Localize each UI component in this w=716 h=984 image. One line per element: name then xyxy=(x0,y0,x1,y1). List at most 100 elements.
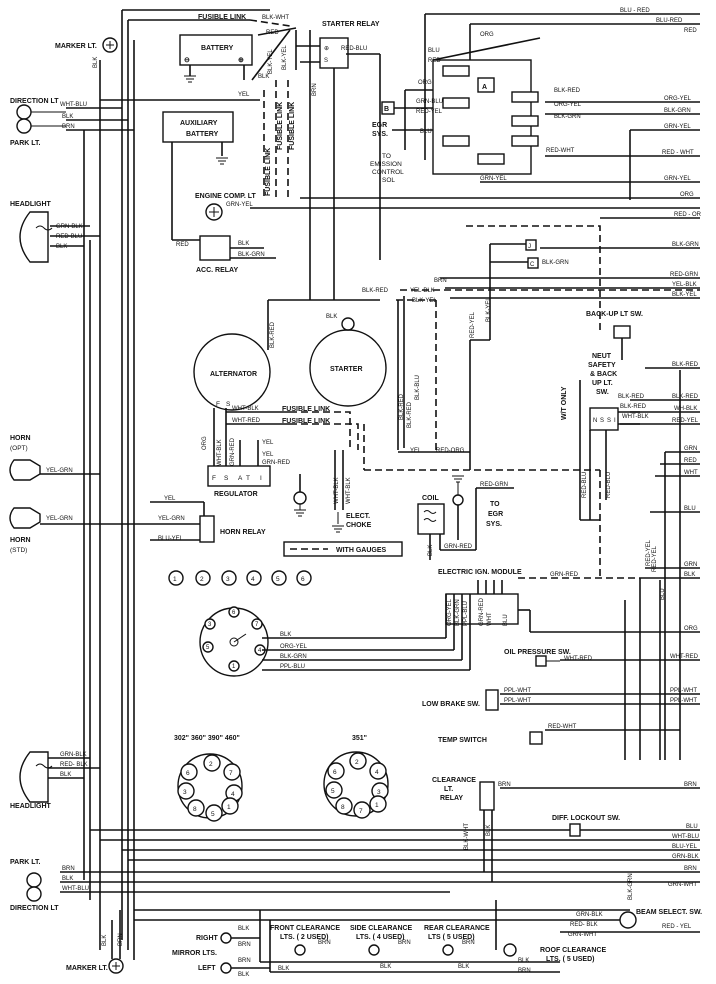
svg-text:RED-WHT: RED-WHT xyxy=(546,148,575,154)
svg-text:GRN-BLK: GRN-BLK xyxy=(60,752,87,758)
svg-text:8: 8 xyxy=(193,806,197,813)
svg-text:RED - OR: RED - OR xyxy=(674,212,702,218)
svg-text:RED-BLU: RED-BLU xyxy=(582,472,588,498)
egr-cluster: ORG BLU RED ORG GRN-BLU RED-YEL BLU A BL… xyxy=(370,24,582,184)
svg-text:F: F xyxy=(212,475,216,482)
svg-text:4: 4 xyxy=(258,648,262,654)
svg-text:BLK: BLK xyxy=(62,114,73,120)
rear-clearance: REAR CLEARANCE LTS ( 5 USED) BRN BLK xyxy=(424,925,490,970)
roof-clearance: ROOF CLEARANCE LTS. ( 5 USED) BLK BRN xyxy=(495,900,606,974)
svg-text:GRN-RED: GRN-RED xyxy=(444,544,473,550)
horn-opt: HORN (OPT) YEL-GRN xyxy=(9,435,73,481)
svg-text:STARTER RELAY: STARTER RELAY xyxy=(322,21,380,28)
svg-text:BLK: BLK xyxy=(258,74,269,80)
svg-text:BLU: BLU xyxy=(428,48,440,54)
svg-text:BLU: BLU xyxy=(503,614,509,626)
svg-text:TO: TO xyxy=(490,501,500,508)
low-brake-sw: LOW BRAKE SW. PPL-WHT PPL-WHT xyxy=(422,688,531,711)
svg-text:FUSIBLE LINK: FUSIBLE LINK xyxy=(265,148,272,196)
svg-text:BLK: BLK xyxy=(238,926,249,932)
svg-text:LTS ( 5 USED): LTS ( 5 USED) xyxy=(428,934,475,941)
svg-text:BLU-RED: BLU-RED xyxy=(656,18,683,24)
starter-relay: STARTER RELAY ⊕ S RED-BLU BRN xyxy=(296,21,381,300)
svg-text:RED- BLK: RED- BLK xyxy=(60,762,88,768)
svg-text:BRN: BRN xyxy=(684,866,697,872)
svg-text:ORG: ORG xyxy=(418,80,432,86)
svg-text:BEAM SELECT. SW.: BEAM SELECT. SW. xyxy=(636,909,702,916)
svg-text:BLK: BLK xyxy=(428,545,434,556)
svg-text:DIFF. LOCKOUT SW.: DIFF. LOCKOUT SW. xyxy=(552,815,620,822)
svg-text:MARKER LT.: MARKER LT. xyxy=(55,43,97,50)
back-up-lt-sw: BACK-UP LT SW. NEUT SAFETY & BACK UP LT.… xyxy=(561,311,666,600)
svg-text:6: 6 xyxy=(333,769,337,776)
svg-text:4: 4 xyxy=(375,769,379,776)
svg-text:PPL-WHT: PPL-WHT xyxy=(504,698,531,704)
svg-text:LTS. ( 2 USED): LTS. ( 2 USED) xyxy=(280,934,328,941)
svg-text:BLK-RED: BLK-RED xyxy=(618,394,645,400)
svg-text:RED-GRN: RED-GRN xyxy=(670,272,698,278)
svg-text:BATTERY: BATTERY xyxy=(201,45,234,52)
svg-text:WHT-BLK: WHT-BLK xyxy=(232,406,259,412)
svg-text:WHT-BLK: WHT-BLK xyxy=(622,414,649,420)
svg-text:3: 3 xyxy=(183,789,187,796)
alternator: ALTERNATOR F S BLK-RED xyxy=(193,299,380,411)
svg-text:UP LT.: UP LT. xyxy=(592,380,613,387)
svg-text:BLK-WHT: BLK-WHT xyxy=(262,15,289,21)
svg-text:RED-BLU: RED-BLU xyxy=(56,234,82,240)
svg-text:WHT-BLU: WHT-BLU xyxy=(62,886,89,892)
svg-text:HORN RELAY: HORN RELAY xyxy=(220,529,266,536)
coil: COIL GRN-RED BLK RED-GRN TO EGR SYS. xyxy=(417,475,514,560)
svg-text:TO: TO xyxy=(382,153,391,160)
svg-text:4: 4 xyxy=(251,576,255,583)
svg-text:BLK-YEL: BLK-YEL xyxy=(268,49,274,74)
svg-text:DIRECTION LT: DIRECTION LT xyxy=(10,98,59,105)
svg-text:WHT-BLK: WHT-BLK xyxy=(346,477,352,504)
engine-comp-lt: ENGINE COMP. LT GRN-YEL xyxy=(195,193,257,221)
svg-text:BLK-RED: BLK-RED xyxy=(672,394,699,400)
svg-text:A: A xyxy=(238,475,243,482)
svg-text:5: 5 xyxy=(211,811,215,818)
svg-text:7: 7 xyxy=(229,770,233,777)
park-lt-bottom: PARK LT. DIRECTION LT BRN BLK WHT-BLU xyxy=(10,859,89,912)
svg-text:ORG-YEL: ORG-YEL xyxy=(280,644,308,650)
electric-ign-module: ELECTRIC IGN. MODULE ORG-YEL BLK-GRN PPL… xyxy=(438,569,531,670)
svg-text:1: 1 xyxy=(173,576,177,583)
svg-text:RED-WHT: RED-WHT xyxy=(548,724,577,730)
svg-text:BLK-GRN: BLK-GRN xyxy=(542,260,569,266)
svg-text:BRN: BRN xyxy=(518,968,531,974)
svg-text:BLK: BLK xyxy=(518,958,529,964)
horn-relay: HORN RELAY YEL YEL-GRN BLU-YEL xyxy=(150,496,266,543)
svg-text:RED-BLU: RED-BLU xyxy=(606,472,612,498)
battery: BATTERY ⊖ ⊕ xyxy=(179,34,253,83)
svg-text:5: 5 xyxy=(206,645,210,651)
svg-text:BLK-GRN: BLK-GRN xyxy=(554,114,581,120)
with-gauges-legend: WITH GAUGES xyxy=(283,541,403,557)
svg-text:S: S xyxy=(324,58,328,64)
svg-text:RED: RED xyxy=(266,30,279,36)
svg-text:BATTERY: BATTERY xyxy=(186,131,219,138)
right-edge-labels: BLU - RED BLU-RED RED ORG-YEL BLK-GRN GR… xyxy=(620,8,702,888)
svg-text:BRN: BRN xyxy=(462,940,475,946)
svg-text:BRN: BRN xyxy=(684,782,697,788)
svg-text:1: 1 xyxy=(375,802,379,809)
svg-text:YEL: YEL xyxy=(410,448,422,454)
svg-text:LT.: LT. xyxy=(444,786,453,793)
svg-text:BLK: BLK xyxy=(380,964,391,970)
aux-battery: AUXILIARY BATTERY xyxy=(162,111,234,240)
distributor-top: 6 7 3 5 4 1 BLK ORG-YEL BLK-GRN PPL-BLU xyxy=(199,606,470,677)
svg-text:BLK-BLU: BLK-BLU xyxy=(415,375,421,400)
svg-text:YEL-GRN: YEL-GRN xyxy=(46,516,73,522)
svg-text:GRN-YEL: GRN-YEL xyxy=(664,124,691,130)
svg-text:BACK-UP LT SW.: BACK-UP LT SW. xyxy=(586,311,643,318)
svg-text:⊕: ⊕ xyxy=(324,46,329,52)
svg-text:SYS.: SYS. xyxy=(486,521,502,528)
svg-text:RED: RED xyxy=(428,58,441,64)
svg-text:A: A xyxy=(482,84,487,91)
svg-text:EGR: EGR xyxy=(488,511,503,518)
svg-text:ORG-YEL: ORG-YEL xyxy=(664,96,692,102)
svg-text:S: S xyxy=(607,418,611,424)
svg-text:RED: RED xyxy=(684,458,697,464)
svg-text:RED: RED xyxy=(684,28,697,34)
oil-pressure-sw: OIL PRESSURE SW. WHT-RED xyxy=(504,649,593,667)
svg-text:SIDE CLEARANCE: SIDE CLEARANCE xyxy=(350,925,413,932)
